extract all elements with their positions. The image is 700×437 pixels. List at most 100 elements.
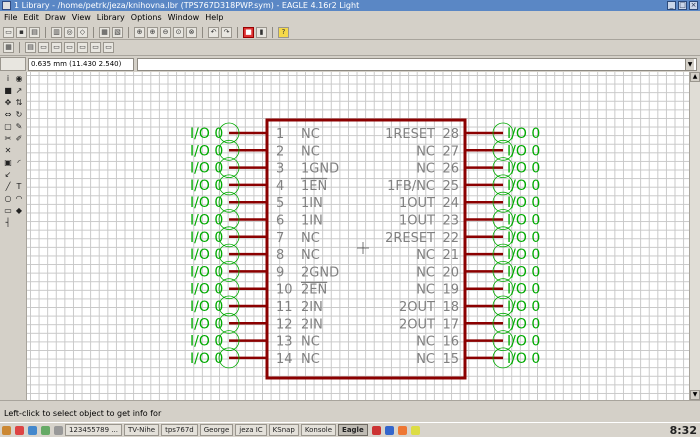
group-icon[interactable]: ▢ <box>4 122 12 131</box>
pin-io-label-right: I/O 0 <box>507 351 540 367</box>
konsole-launcher-icon[interactable] <box>28 425 37 435</box>
grid-icon[interactable]: ▦ <box>3 42 14 53</box>
menu-draw[interactable]: Draw <box>44 13 66 22</box>
pin-name-left: NC <box>301 352 320 367</box>
pin-name-right: NC <box>416 335 435 350</box>
schematic-icon[interactable]: ◇ <box>77 26 88 38</box>
task-button[interactable]: TV-Nihe <box>123 424 160 436</box>
home-icon[interactable] <box>15 425 24 435</box>
split-icon[interactable]: ↙ <box>4 170 12 179</box>
text-icon[interactable]: T <box>16 182 22 191</box>
pin-number-left: 4 <box>276 179 284 194</box>
zoom-fit-icon[interactable]: ⊕ <box>134 26 145 38</box>
pin-number-left: 2 <box>276 144 284 159</box>
menu-edit[interactable]: Edit <box>23 13 39 22</box>
task-button[interactable]: Eagle <box>338 424 368 436</box>
minimize-icon[interactable]: _ <box>667 1 676 10</box>
rect-icon[interactable]: ▭ <box>4 206 12 215</box>
toolbar-separator <box>202 26 203 38</box>
zoom-select-icon[interactable]: ⊗ <box>186 26 197 38</box>
command-line-input[interactable]: ▼ <box>137 58 697 71</box>
pin-visible-icon[interactable]: ▭ <box>90 42 101 53</box>
board-icon[interactable]: ◎ <box>64 26 75 38</box>
task-button[interactable]: jeza IC <box>235 424 267 436</box>
pin-icon[interactable]: ▭ <box>38 42 49 53</box>
menu-window[interactable]: Window <box>167 13 200 22</box>
command-history-dropdown-icon[interactable]: ▼ <box>685 59 694 70</box>
pin-tool-icon[interactable]: ┤ <box>5 218 11 227</box>
pin-length-icon[interactable]: ▭ <box>77 42 88 53</box>
browser-launcher-icon[interactable] <box>41 425 50 435</box>
zoom-in-icon[interactable]: ⊕ <box>147 26 158 38</box>
menu-library[interactable]: Library <box>96 13 125 22</box>
tray-icon-1[interactable] <box>371 425 381 435</box>
pin-direction-icon[interactable]: ▭ <box>51 42 62 53</box>
stop-icon[interactable]: ■ <box>243 26 254 38</box>
ulp-icon[interactable]: ▧ <box>112 26 123 38</box>
clock[interactable]: 8:32 <box>669 423 697 437</box>
info-icon[interactable]: i <box>6 74 10 83</box>
scroll-down-icon[interactable]: ▼ <box>690 390 700 400</box>
pin-number-right: 27 <box>442 144 459 159</box>
menu-help[interactable]: Help <box>205 13 224 22</box>
menu-file[interactable]: File <box>4 13 18 22</box>
zoom-out-icon[interactable]: ⊖ <box>160 26 171 38</box>
task-button[interactable]: KSnap <box>268 424 299 436</box>
task-button[interactable]: tps767d <box>161 424 198 436</box>
undo-icon[interactable]: ↶ <box>208 26 219 38</box>
redo-icon[interactable]: ↷ <box>221 26 232 38</box>
tray-icon-3[interactable] <box>397 425 407 435</box>
kmenu-icon[interactable] <box>2 425 11 435</box>
task-button[interactable]: Konsole <box>300 424 337 436</box>
pin-origin-circle-left <box>218 295 240 317</box>
help-icon[interactable]: ? <box>278 26 289 38</box>
display-icon[interactable]: ■ <box>4 86 12 95</box>
tray-icon-4[interactable] <box>410 425 420 435</box>
pin-name-left: 2GND <box>301 265 339 280</box>
menu-options[interactable]: Options <box>130 13 162 22</box>
save-icon[interactable]: ▪ <box>16 26 27 38</box>
close-icon[interactable]: × <box>689 1 698 10</box>
move-icon[interactable]: ✥ <box>4 98 12 107</box>
rotate-icon[interactable]: ↻ <box>15 110 23 119</box>
grid-settings-button[interactable] <box>0 57 26 71</box>
circle-icon[interactable]: ○ <box>4 194 12 203</box>
pin-io-label-left: I/O 0 <box>190 316 223 332</box>
task-button[interactable]: George <box>199 424 234 436</box>
copy-icon[interactable]: ⇅ <box>15 98 23 107</box>
print-icon[interactable]: ▤ <box>29 26 40 38</box>
pin-origin-circle-right <box>492 295 514 317</box>
layer-icon[interactable]: ▤ <box>25 42 36 53</box>
open-icon[interactable]: ▭ <box>3 26 14 38</box>
menu-view[interactable]: View <box>71 13 91 22</box>
action-toolbar: ▦ ▤ ▭ ▭ ▭ ▭ ▭ ▭ <box>0 40 700 56</box>
arc-icon[interactable]: ◠ <box>15 194 23 203</box>
paste-icon[interactable]: ✐ <box>15 134 23 143</box>
pin-io-label-left: I/O 0 <box>190 143 223 159</box>
tray-icon-2[interactable] <box>384 425 394 435</box>
name-icon[interactable]: ▣ <box>4 158 12 167</box>
delete-icon[interactable]: ✕ <box>4 146 12 155</box>
scroll-up-icon[interactable]: ▲ <box>690 72 700 82</box>
pin-swap-icon[interactable]: ▭ <box>103 42 114 53</box>
mark-icon[interactable]: ↗ <box>15 86 23 95</box>
polygon-icon[interactable]: ◆ <box>15 206 23 215</box>
go-icon[interactable]: ▮ <box>256 26 267 38</box>
cut-icon[interactable]: ✂ <box>4 134 12 143</box>
pin-number-left: 3 <box>276 162 284 177</box>
wire-icon[interactable]: ╱ <box>5 182 11 191</box>
task-button[interactable]: 123455789 ... <box>65 424 122 436</box>
cam-icon[interactable]: ▥ <box>51 26 62 38</box>
miter-icon[interactable]: ◜ <box>17 158 21 167</box>
zoom-redraw-icon[interactable]: ⊙ <box>173 26 184 38</box>
maximize-icon[interactable]: □ <box>678 1 687 10</box>
mirror-icon[interactable]: ⇔ <box>4 110 12 119</box>
pin-function-icon[interactable]: ▭ <box>64 42 75 53</box>
desktop-pager-icon[interactable] <box>54 425 63 435</box>
show-icon[interactable]: ◉ <box>15 74 23 83</box>
title-bar[interactable]: 1 Library - /home/petrk/jeza/knihovna.lb… <box>0 0 700 11</box>
change-icon[interactable]: ✎ <box>15 122 23 131</box>
script-icon[interactable]: ▦ <box>99 26 110 38</box>
vertical-scrollbar[interactable]: ▲ ▼ <box>689 72 700 400</box>
